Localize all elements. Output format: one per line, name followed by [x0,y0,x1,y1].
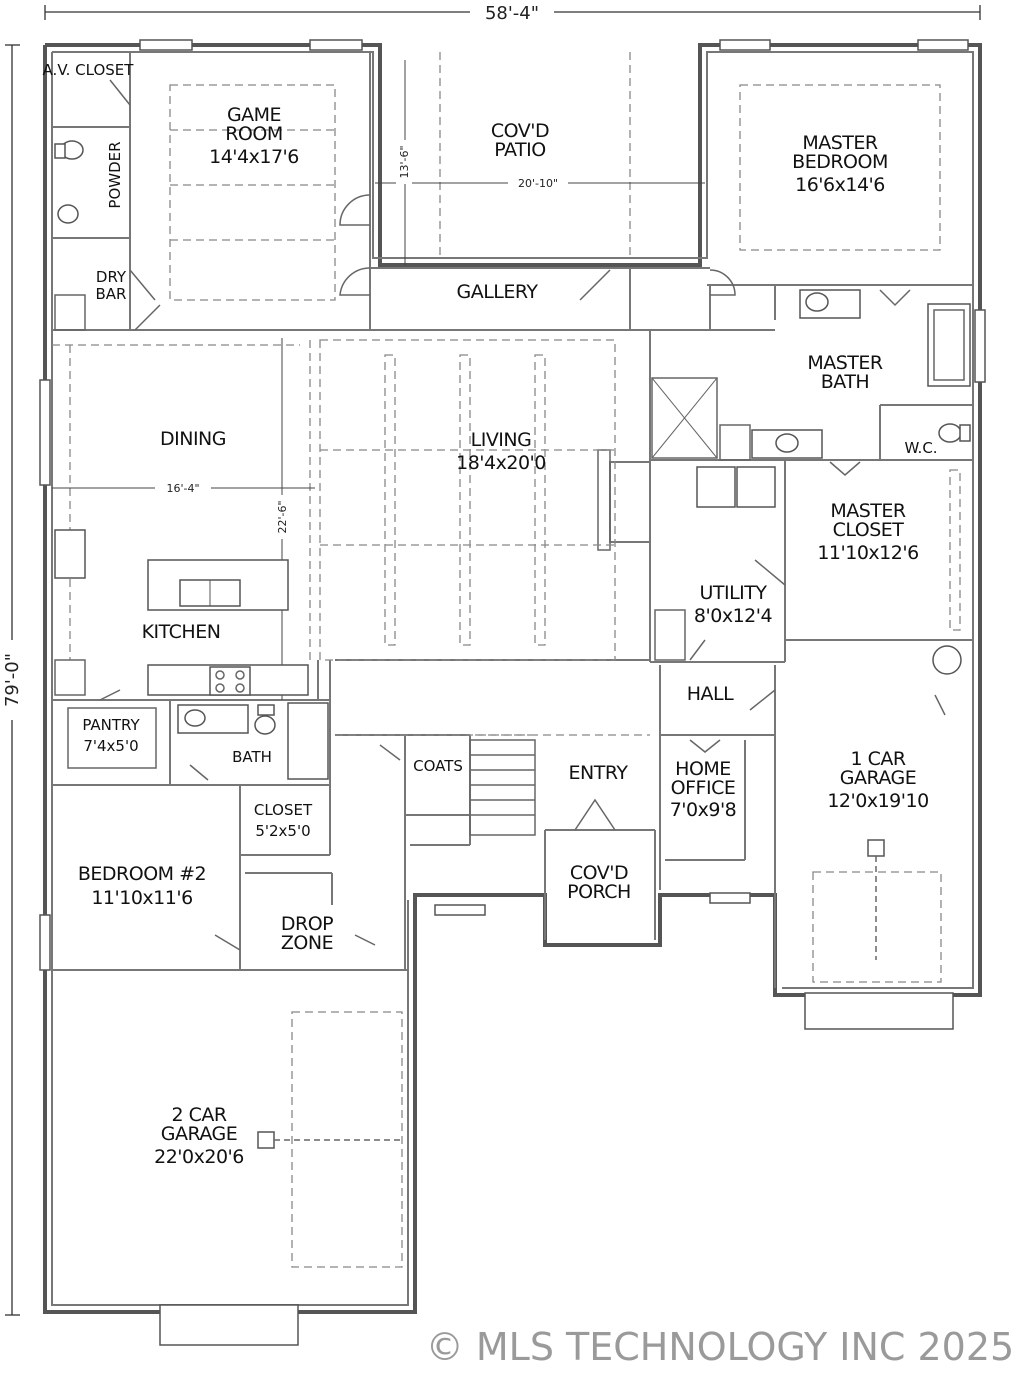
washer-icon [696,466,736,508]
shower-icon [651,377,718,459]
kitchen-label: KITCHEN [142,621,221,643]
master-bath-line2: BATH [821,371,869,393]
dining-width-dimension: 16'-4" [166,482,199,495]
garage2-line2: GARAGE [161,1123,238,1145]
home-office-line2: OFFICE [671,777,736,799]
utility-name: UTILITY [699,582,767,604]
powder-sink-icon [57,204,79,224]
patio-depth-dimension: 13'-6" [398,145,411,178]
overall-depth-label: 79'-0" [2,653,23,707]
game-room-size: 14'4x17'6 [209,146,299,168]
ceiling-dashes [52,52,961,1268]
porch-line2: PORCH [567,881,631,903]
windows [39,39,986,1346]
fixtures [54,140,971,1149]
dining-label: DINING [160,428,226,450]
master-closet-line2: CLOSET [833,519,905,541]
pantry-size: 7'4x5'0 [83,737,138,755]
stairs [469,739,536,836]
master-sink-2-icon [775,433,799,453]
master-bedroom-name-line1: MASTER [802,132,878,154]
home-office-size: 7'0x9'8 [670,799,737,821]
utility-size: 8'0x12'4 [694,605,773,627]
door-swings [99,79,946,951]
home-office-line1: HOME [675,758,731,780]
master-closet-line1: MASTER [830,500,906,522]
drop-zone-line2: ZONE [281,932,333,954]
bedroom2-name: BEDROOM #2 [78,863,206,885]
dryer-icon [736,466,776,508]
copyright-watermark: © MLS TECHNOLOGY INC 2025 [426,1325,1014,1369]
refrigerator-icon [54,529,86,579]
cooktop-icon [209,666,251,696]
water-heater-icon [932,645,962,675]
garage1-size: 12'0x19'10 [827,790,928,812]
bath-tub-icon [287,702,329,780]
bath-label: BATH [232,748,272,766]
master-sink-icon [805,292,829,312]
garage2-size: 22'0x20'6 [154,1146,244,1168]
patio-width-dimension: 20'-10" [518,177,558,190]
game-room-name-line2: ROOM [225,123,283,145]
hall-label: HALL [687,683,734,705]
overall-width-label: 58'-4" [485,3,539,24]
dry-bar-label-line2: BAR [96,285,127,303]
interior-walls [52,52,973,988]
patio-name-line1: COV'D [491,120,549,142]
master-closet-size: 11'10x12'6 [817,542,918,564]
entry-label: ENTRY [569,762,629,784]
dry-bar-label-line1: DRY [96,268,127,286]
wc-label: W.C. [904,439,937,457]
garage2-line1: 2 CAR [171,1104,226,1126]
living-name: LIVING [471,429,532,451]
powder-label: POWDER [106,141,124,208]
patio-name-line2: PATIO [494,139,545,161]
gallery-label: GALLERY [457,281,539,303]
garage1-line1: 1 CAR [850,748,905,770]
wc-toilet-icon [938,423,962,443]
living-size: 18'4x20'0 [456,452,546,474]
coats-label: COATS [413,757,463,775]
closet-name: CLOSET [254,801,313,819]
pantry-name: PANTRY [82,716,140,734]
av-closet-label: A.V. CLOSET [43,61,135,79]
game-room-name-line1: GAME [227,104,281,126]
dining-depth-dimension: 22'-6" [276,500,289,533]
bath-toilet-icon [254,715,276,735]
drop-zone-line1: DROP [281,913,333,935]
garage1-line2: GARAGE [840,767,917,789]
bedroom2-size: 11'10x11'6 [91,887,192,909]
porch-line1: COV'D [570,862,628,884]
bathtub-icon [927,303,971,387]
master-bedroom-name-line2: BEDROOM [792,151,888,173]
room-labels: A.V. CLOSET POWDER DRY BAR GAME ROOM 14'… [43,61,938,1168]
bath-sink-icon [184,709,206,727]
master-bath-line1: MASTER [807,352,883,374]
master-bedroom-size: 16'6x14'6 [795,174,885,196]
closet-size: 5'2x5'0 [255,822,310,840]
